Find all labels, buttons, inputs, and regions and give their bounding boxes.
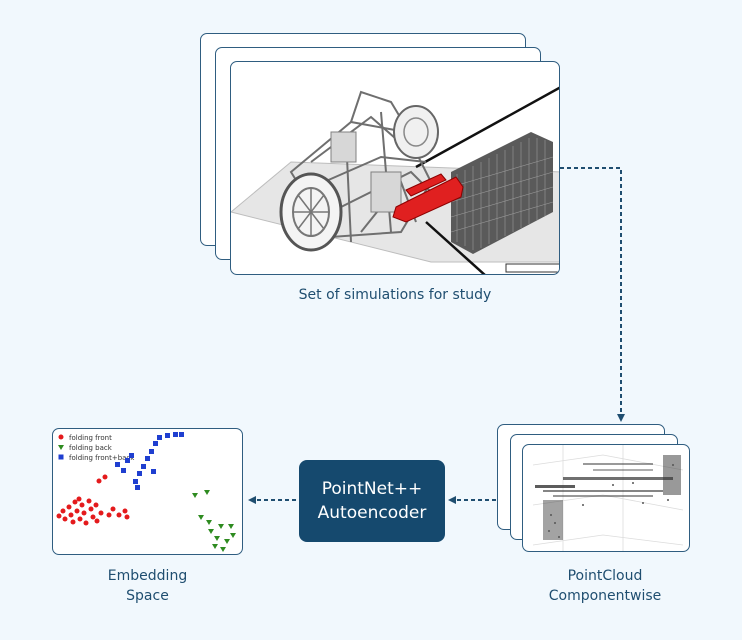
- legend-label-folding-front: folding front: [69, 434, 112, 442]
- legend-label-folding-back: folding back: [69, 444, 113, 452]
- crash-simulation-image: [231, 86, 559, 274]
- legend-marker-folding-front-back: [58, 454, 64, 460]
- pointcloud-caption-line1: PointCloud: [567, 568, 643, 584]
- highlighted-bumper-component: [392, 176, 464, 223]
- model-label-line1: PointNet++: [321, 479, 423, 499]
- embedding-caption-line2: Space: [126, 588, 169, 604]
- cluster-folding-front: [56, 474, 130, 526]
- pointcloud-card-front: [522, 444, 690, 552]
- legend-marker-folding-back: [58, 445, 64, 450]
- pointnet-autoencoder-box: PointNet++ Autoencoder: [299, 460, 445, 542]
- legend-marker-folding-front: [58, 434, 64, 440]
- model-label-line2: Autoencoder: [317, 503, 427, 523]
- plot-legend: folding front folding back folding front…: [58, 434, 135, 462]
- arrow-simulations-to-pointcloud: [560, 167, 625, 422]
- embedding-scatter-plot: folding front folding back folding front…: [56, 432, 236, 552]
- legend-label-folding-front-back: folding front+back: [69, 454, 135, 462]
- cluster-folding-back: [192, 490, 236, 552]
- simulations-caption: Set of simulations for study: [298, 287, 492, 303]
- cluster-folding-front-back: [115, 432, 184, 490]
- embedding-caption-line1: Embedding: [107, 568, 188, 584]
- pointcloud-image: [532, 445, 684, 551]
- simulation-card-front: [230, 61, 560, 275]
- embedding-plot-card: folding front folding back folding front…: [52, 428, 243, 555]
- pointcloud-caption-line2: Componentwise: [548, 588, 662, 604]
